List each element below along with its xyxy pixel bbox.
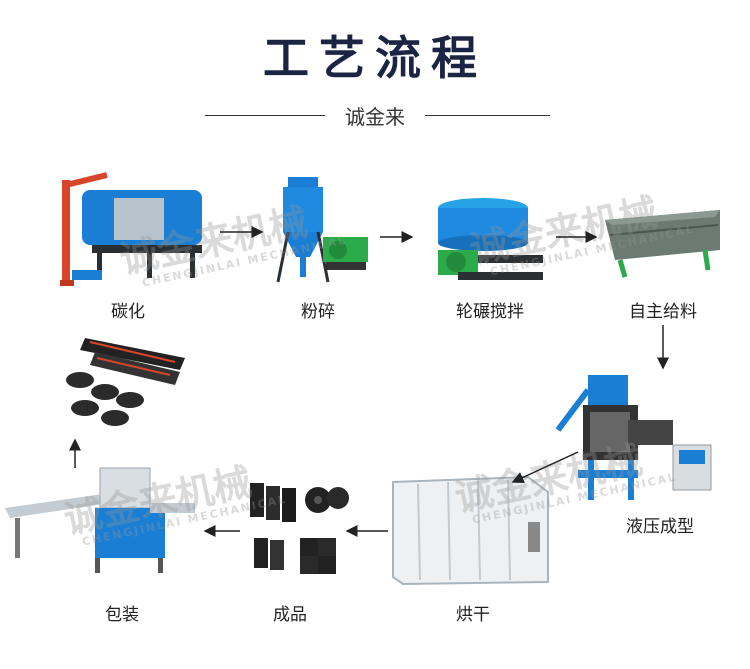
step-label-mixing: 轮碾搅拌 [456, 302, 524, 322]
divider-left [205, 115, 325, 116]
hydraulic-press-image [555, 375, 712, 500]
carbonization-machine-image [60, 172, 202, 286]
step-label-feeding: 自主给料 [629, 302, 697, 322]
wheel-mill-mixer-image [438, 198, 543, 280]
packaged-product-image [66, 338, 185, 426]
step-label-packaging: 包装 [105, 605, 139, 625]
divider-right [425, 115, 550, 116]
step-label-carbonization: 碳化 [111, 302, 145, 322]
subtitle: 诚金来 [345, 105, 405, 129]
arrow-forming-to-drying [511, 451, 579, 484]
page-title: 工艺流程 [263, 31, 487, 85]
feeder-machine-image [605, 210, 720, 278]
step-label-drying: 烘干 [456, 605, 490, 625]
step-label-finished-product: 成品 [273, 605, 307, 625]
step-label-forming: 液压成型 [626, 517, 694, 537]
finished-product-image [250, 483, 349, 574]
step-label-crushing: 粉碎 [301, 302, 335, 322]
crusher-machine-image [276, 177, 368, 283]
dryer-image [392, 475, 549, 586]
subtitle-bar: 诚金来 [0, 101, 750, 129]
packaging-machine-image [5, 467, 195, 573]
